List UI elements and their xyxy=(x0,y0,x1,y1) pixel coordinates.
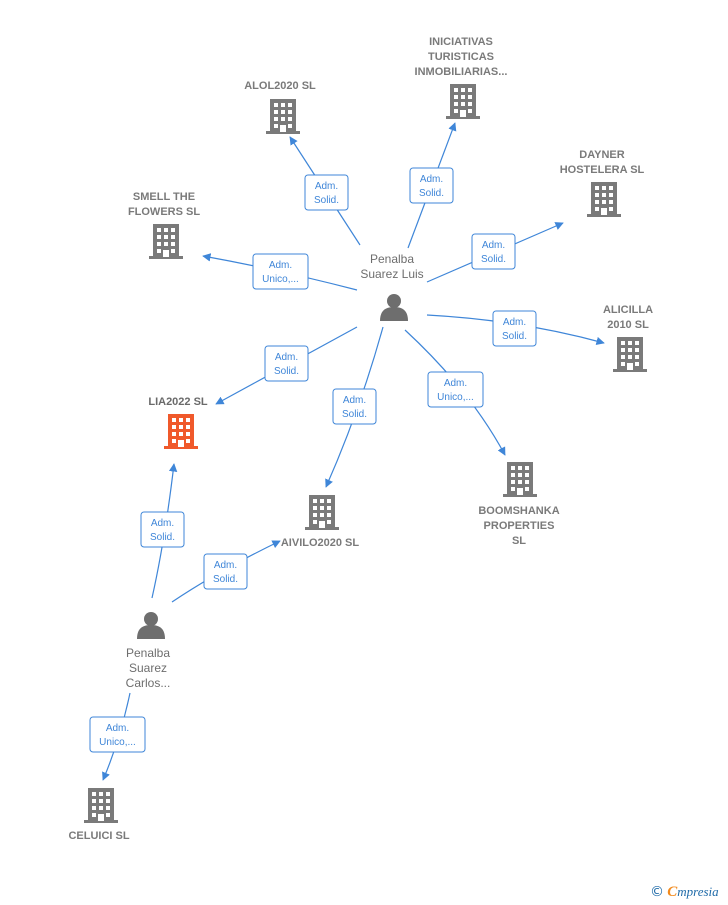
company-node-boomshanka[interactable]: BOOMSHANKA PROPERTIES SL xyxy=(478,462,560,547)
edge-label-lia-carlos[interactable]: Adm. Solid. xyxy=(140,511,185,548)
company-label: ALICILLA xyxy=(603,304,653,316)
building-icon xyxy=(613,337,647,372)
building-icon xyxy=(266,99,300,134)
building-icon xyxy=(84,788,118,823)
edge-label-line2: Solid. xyxy=(314,195,339,206)
edge-label-line1: Adm. xyxy=(106,723,129,734)
edge-label-line2: Unico,... xyxy=(262,274,299,285)
company-node-alicilla[interactable]: ALICILLA 2010 SL xyxy=(603,304,653,372)
company-label: LIA2022 SL xyxy=(148,396,208,408)
empresia-logo[interactable]: © Cmpresia xyxy=(650,884,719,901)
edge-label-dayner[interactable]: Adm. Solid. xyxy=(471,233,516,270)
building-icon xyxy=(305,495,339,530)
edge-label-line2: Solid. xyxy=(481,254,506,265)
edge-label-line1: Adm. xyxy=(151,518,174,529)
edge-label-alicilla[interactable]: Adm. Solid. xyxy=(492,310,537,347)
building-icon xyxy=(164,414,198,449)
edge-label-line2: Solid. xyxy=(274,366,299,377)
company-label: HOSTELERA SL xyxy=(560,164,645,176)
person-label: Suarez Luis xyxy=(360,267,423,281)
company-node-celuici[interactable]: CELUICI SL xyxy=(68,788,130,842)
edge-label-line1: Adm. xyxy=(275,352,298,363)
person-label: Suarez xyxy=(129,661,167,675)
company-label: SL xyxy=(512,535,526,547)
company-label: SMELL THE xyxy=(133,191,195,203)
person-label: Penalba xyxy=(126,646,170,660)
edge-label-line2: Solid. xyxy=(213,574,238,585)
company-label: 2010 SL xyxy=(607,319,649,331)
edge-label-alol[interactable]: Adm. Solid. xyxy=(304,174,349,211)
company-node-smell[interactable]: SMELL THE FLOWERS SL xyxy=(128,191,200,259)
edge-label-line1: Adm. xyxy=(420,174,443,185)
company-label: PROPERTIES xyxy=(484,520,555,532)
company-node-lia[interactable]: LIA2022 SL xyxy=(148,396,208,449)
company-label: INICIATIVAS xyxy=(429,36,493,48)
person-node-luis[interactable]: Penalba Suarez Luis xyxy=(360,252,424,321)
company-label: FLOWERS SL xyxy=(128,206,200,218)
copyright-icon: © xyxy=(650,884,664,900)
company-label: BOOMSHANKA xyxy=(478,505,559,517)
company-node-dayner[interactable]: DAYNER HOSTELERA SL xyxy=(560,149,645,217)
edge-label-line2: Solid. xyxy=(419,188,444,199)
person-label: Carlos... xyxy=(126,676,171,690)
brand-initial: C xyxy=(667,884,678,900)
edge-label-line1: Adm. xyxy=(503,317,526,328)
person-node-carlos[interactable]: Penalba Suarez Carlos... xyxy=(126,612,171,690)
company-label: AIVILO2020 SL xyxy=(281,537,360,549)
company-label: DAYNER xyxy=(579,149,624,161)
person-label: Penalba xyxy=(370,252,414,266)
edge-label-iniciativas[interactable]: Adm. Solid. xyxy=(409,167,454,204)
edge-label-line1: Adm. xyxy=(269,260,292,271)
company-label: CELUICI SL xyxy=(68,830,129,842)
edge-label-line2: Solid. xyxy=(150,532,175,543)
edge-label-line1: Adm. xyxy=(482,240,505,251)
building-icon xyxy=(149,224,183,259)
edge-label-line1: Adm. xyxy=(343,395,366,406)
company-node-alol[interactable]: ALOL2020 SL xyxy=(244,80,316,134)
edge-label-line2: Solid. xyxy=(342,409,367,420)
edge-label-smell[interactable]: Adm. Unico,... xyxy=(252,253,309,290)
edge-label-boomshanka[interactable]: Adm. Unico,... xyxy=(427,371,484,408)
edge-label-line2: Solid. xyxy=(502,331,527,342)
edge-label-line1: Adm. xyxy=(315,181,338,192)
edge-label-line1: Adm. xyxy=(444,378,467,389)
edge-label-line2: Unico,... xyxy=(99,737,136,748)
company-node-iniciativas[interactable]: INICIATIVAS TURISTICAS INMOBILIARIAS... xyxy=(415,36,508,119)
person-icon xyxy=(380,294,408,321)
building-icon xyxy=(587,182,621,217)
person-icon xyxy=(137,612,165,639)
company-label: INMOBILIARIAS... xyxy=(415,66,508,78)
brand-name: mpresia xyxy=(677,884,719,899)
building-icon xyxy=(503,462,537,497)
edge-lines xyxy=(102,122,605,781)
edge-label-line2: Unico,... xyxy=(437,392,474,403)
edge-label-aivilo-luis[interactable]: Adm. Solid. xyxy=(332,388,377,425)
edge-label-celuici[interactable]: Adm. Unico,... xyxy=(89,716,146,753)
edge-label-lia-luis[interactable]: Adm. Solid. xyxy=(264,345,309,382)
company-label: TURISTICAS xyxy=(428,51,494,63)
company-node-aivilo[interactable]: AIVILO2020 SL xyxy=(281,495,360,549)
edge-label-line1: Adm. xyxy=(214,560,237,571)
company-label: ALOL2020 SL xyxy=(244,80,316,92)
building-icon xyxy=(446,84,480,119)
edge-label-aivilo-carlos[interactable]: Adm. Solid. xyxy=(203,553,248,590)
